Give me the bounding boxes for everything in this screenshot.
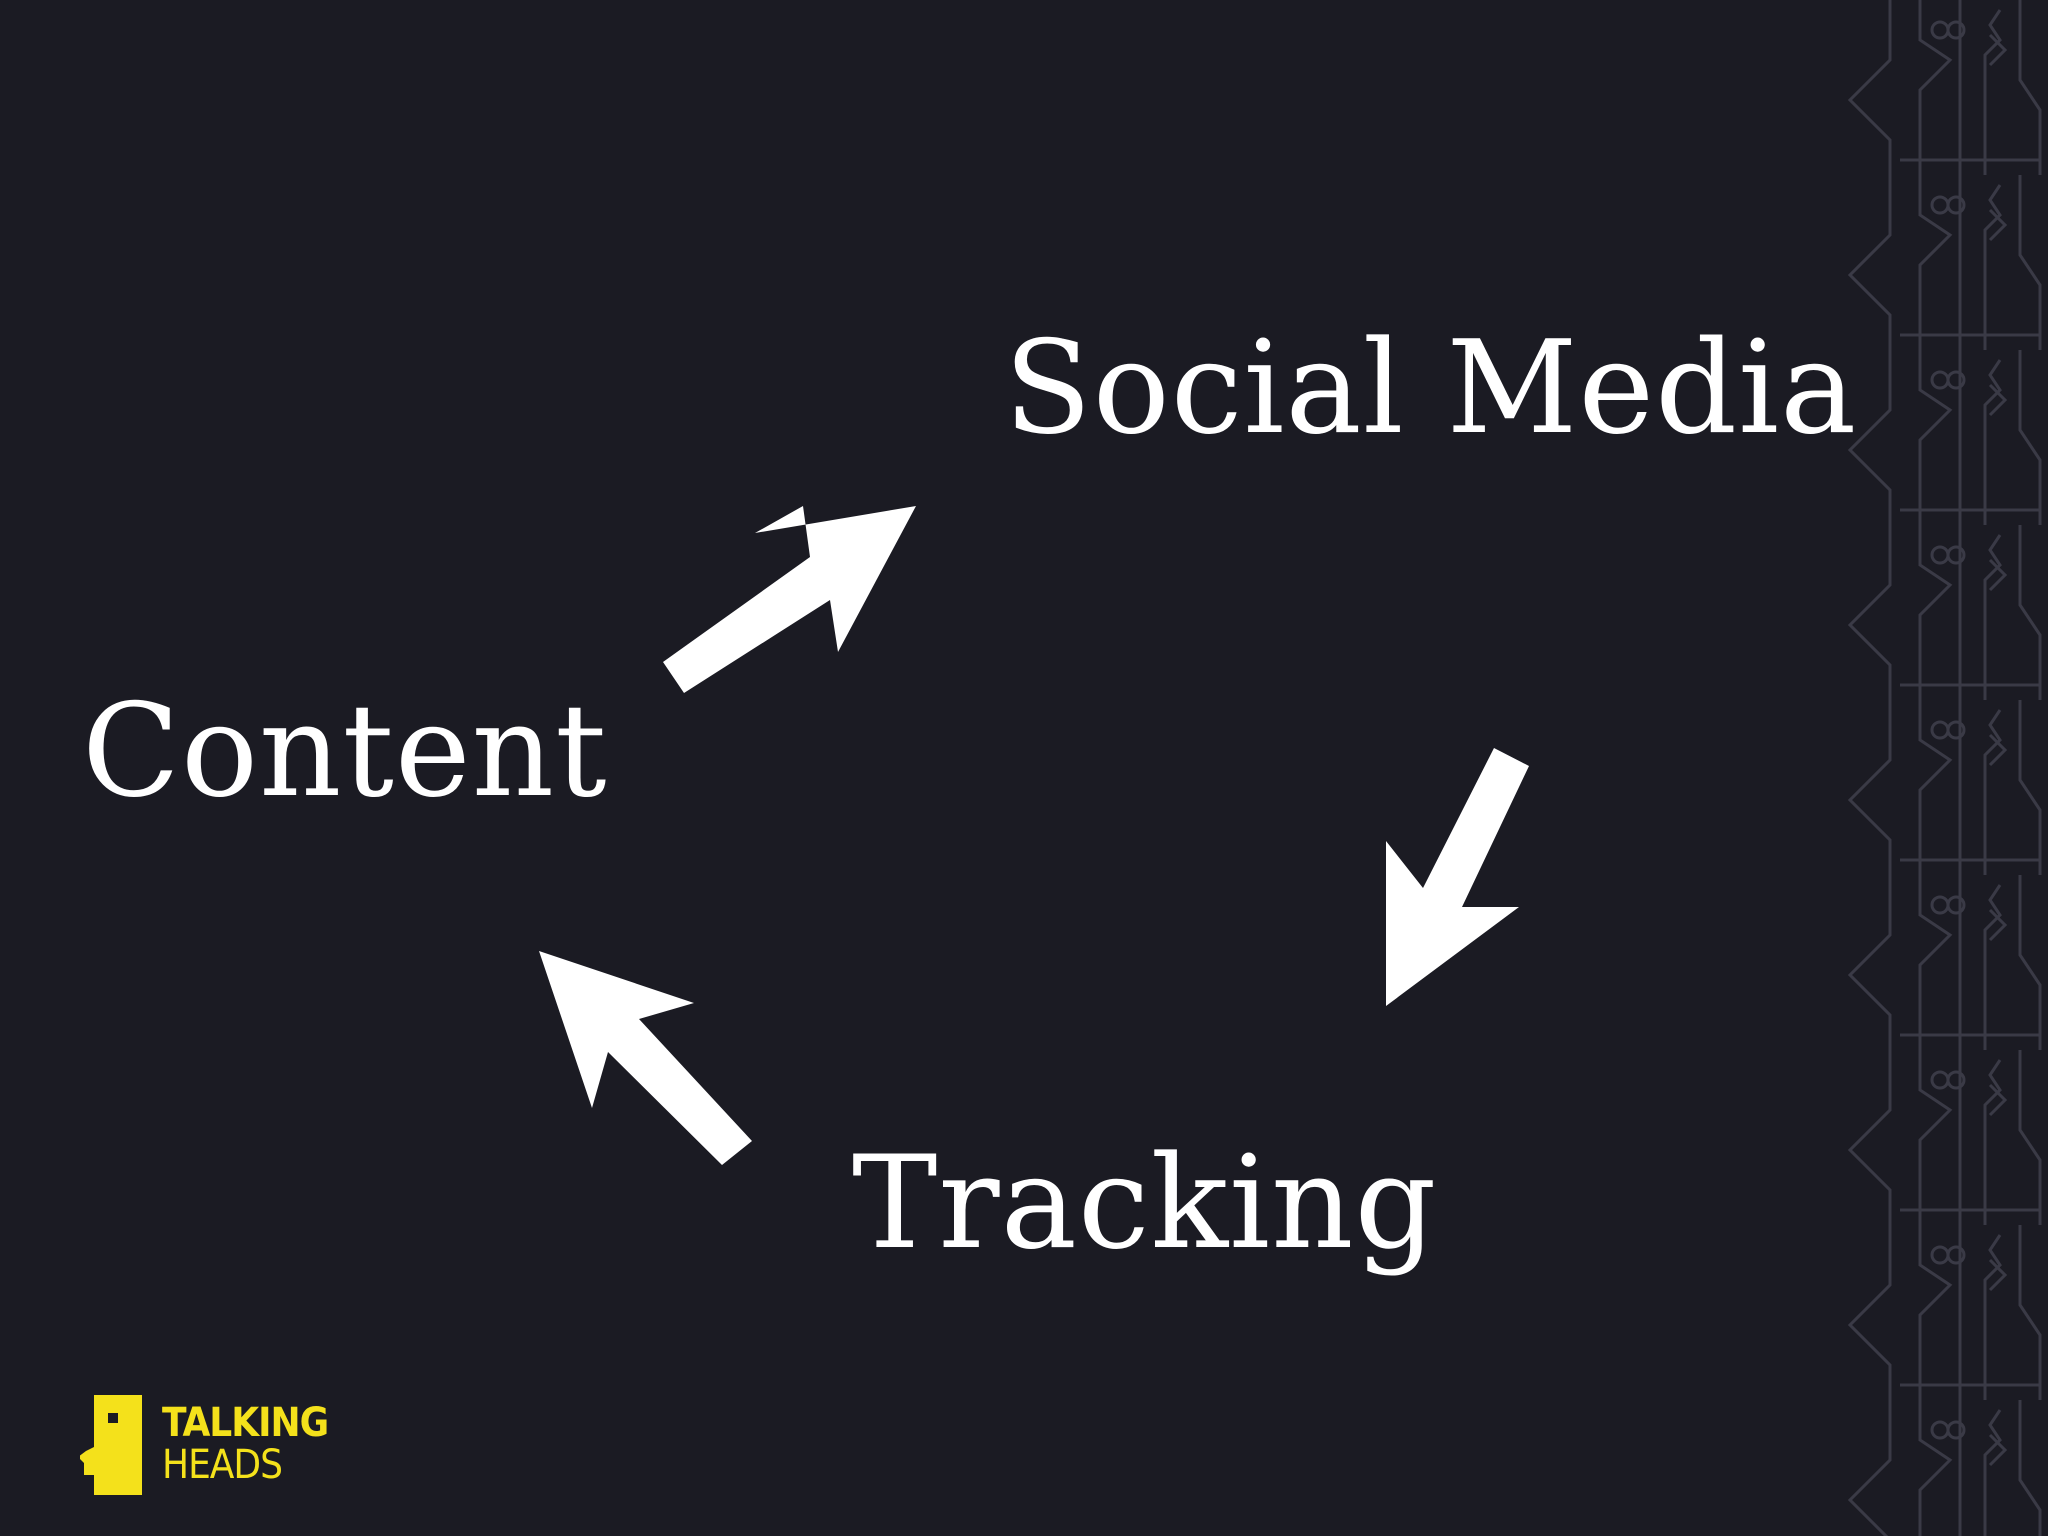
logo-text-heads: HEADS (162, 1442, 283, 1488)
head-icon (80, 1395, 142, 1495)
node-social-media: Social Media (1004, 314, 1858, 463)
node-tracking: Tracking (852, 1129, 1438, 1278)
arrow-content-to-social-media (663, 506, 916, 693)
talking-heads-logo: TALKING HEADS (80, 1395, 380, 1495)
arrow-tracking-to-content (539, 951, 752, 1165)
arrow-social-media-to-tracking (1386, 748, 1529, 1006)
node-content: Content (82, 677, 608, 826)
logo-text-talking: TALKING (162, 1400, 329, 1446)
